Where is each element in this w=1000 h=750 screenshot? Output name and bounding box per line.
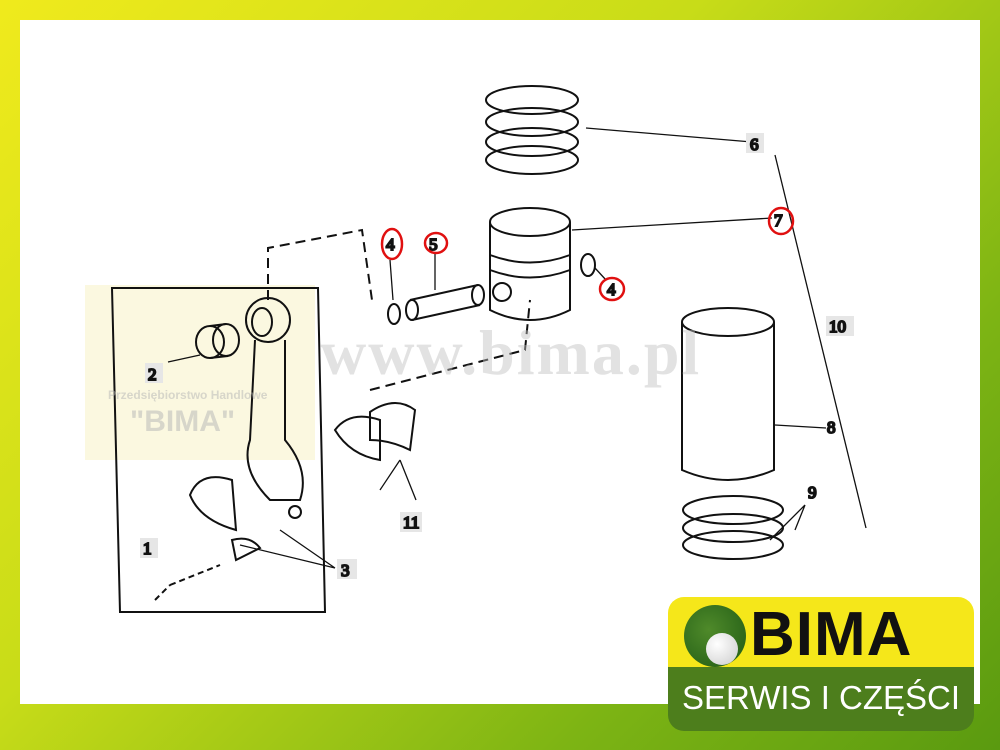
liner-seals [682, 495, 784, 560]
bearing-shells-conrod [188, 476, 262, 562]
label-2: 2 [148, 365, 157, 384]
leader-lines [167, 127, 867, 569]
conrod-frame [110, 287, 327, 613]
piston [489, 207, 571, 321]
piston-pin [405, 284, 485, 321]
label-6: 6 [750, 135, 759, 154]
label-4-right: 4 [607, 280, 616, 299]
label-9: 9 [808, 483, 817, 502]
logo-tagline: SERWIS I CZĘŚCI [681, 679, 961, 716]
piston-rings [485, 85, 579, 175]
label-10: 10 [829, 317, 846, 336]
red-highlights [380, 206, 795, 302]
label-7: 7 [774, 211, 783, 230]
circlip-left [387, 303, 401, 325]
label-5: 5 [429, 235, 438, 254]
connecting-rod [245, 297, 304, 519]
highlight-box [85, 285, 315, 460]
bima-logo: BIMA SERWIS I CZĘŚCI [668, 597, 974, 733]
logo-name: BIMA [750, 600, 913, 669]
watermark-company: Przedsiębiorstwo Handlowe [108, 388, 268, 402]
label-3: 3 [341, 561, 350, 580]
cylinder-liner [681, 307, 775, 481]
circlip-right [580, 253, 596, 277]
bushing [195, 323, 240, 359]
label-11: 11 [403, 513, 419, 532]
bolt [154, 564, 221, 601]
label-1: 1 [143, 539, 152, 558]
dashed-bracket [267, 228, 531, 391]
watermark-url: www.bima.pl [320, 317, 702, 388]
watermark-name: "BIMA" [130, 405, 236, 438]
label-8: 8 [827, 418, 836, 437]
bearing-shells [333, 402, 417, 462]
label-4-top: 4 [386, 235, 395, 254]
